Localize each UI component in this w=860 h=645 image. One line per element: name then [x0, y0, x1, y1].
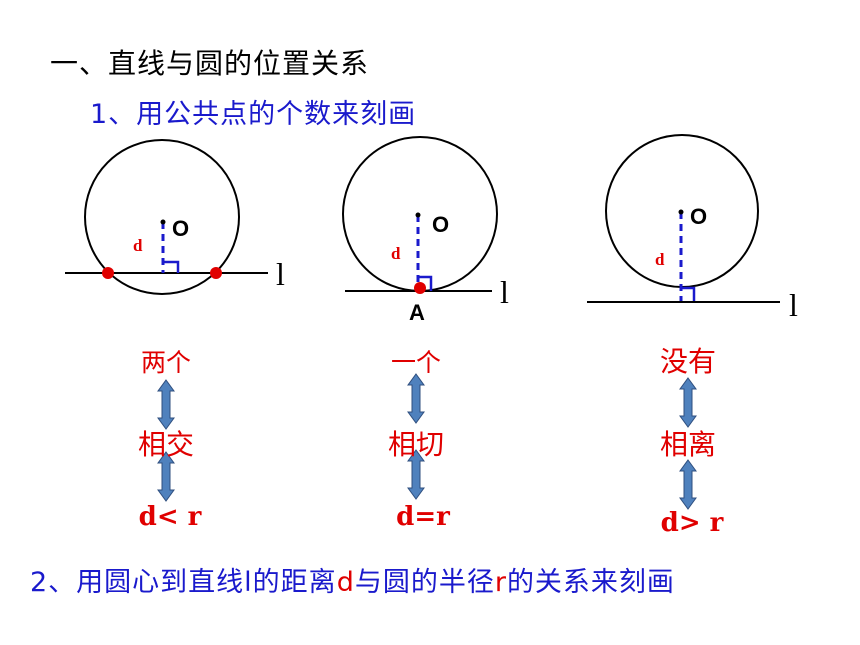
center-label: O — [432, 212, 449, 237]
d-label: d — [391, 244, 401, 263]
tangent-point — [414, 282, 426, 294]
intersection-point — [102, 267, 114, 279]
line-label: l — [276, 256, 285, 292]
circle — [84, 139, 240, 295]
section-subtitle: 1、用公共点的个数来刻画 — [90, 99, 417, 130]
right-angle-mark — [163, 260, 180, 273]
double-arrow-icon — [407, 449, 425, 500]
figure-separate: O d l — [587, 134, 798, 323]
double-arrow-icon — [157, 451, 175, 502]
double-arrow-icon — [157, 379, 175, 430]
double-arrow-icon — [407, 373, 425, 424]
line-label: l — [500, 274, 509, 310]
count-label: 两个 — [140, 348, 192, 377]
page-title: 一、直线与圆的位置关系 — [50, 47, 370, 80]
bottom-part1: 2、用圆心到直线l的距离 — [30, 567, 337, 598]
intersection-point — [210, 267, 222, 279]
bottom-sentence: 2、用圆心到直线l的距离d与圆的半径r的关系来刻画 — [30, 560, 675, 599]
center-point — [160, 219, 166, 225]
center-label: O — [172, 216, 189, 241]
right-angle-mark — [418, 275, 433, 291]
double-arrows — [157, 373, 697, 510]
bottom-d: d — [336, 567, 355, 598]
d-label: d — [655, 250, 665, 269]
right-angle-mark — [681, 286, 696, 301]
center-label: O — [690, 204, 707, 229]
count-label: 一个 — [390, 348, 442, 377]
relation-label: 相交 — [137, 428, 195, 461]
condition-label: d=r — [396, 502, 450, 532]
center-point — [678, 209, 684, 215]
d-label: d — [133, 236, 143, 255]
condition-label: d> r — [660, 508, 724, 538]
center-point — [415, 212, 421, 218]
count-label: 没有 — [659, 345, 717, 378]
relation-label: 相离 — [659, 428, 717, 461]
double-arrow-icon — [679, 377, 697, 428]
figure-intersect: O d l — [65, 139, 285, 295]
double-arrow-icon — [679, 459, 697, 510]
relation-label: 相切 — [387, 428, 445, 461]
figure-tangent: O d A l — [342, 136, 509, 325]
bottom-part2: 与圆的半径 — [354, 567, 495, 598]
bottom-r: r — [494, 567, 507, 598]
condition-label: d< r — [138, 502, 202, 532]
bottom-part3: 的关系来刻画 — [506, 567, 675, 598]
point-label: A — [409, 300, 425, 325]
line-label: l — [789, 287, 798, 323]
